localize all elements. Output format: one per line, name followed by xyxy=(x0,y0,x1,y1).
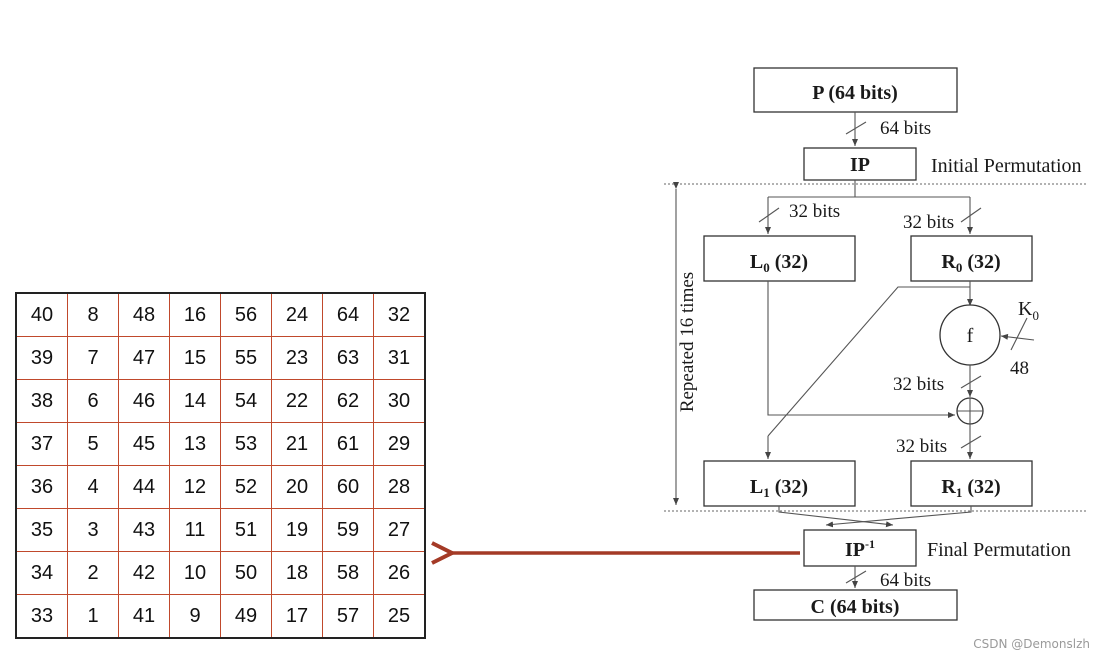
bus-slash xyxy=(845,121,867,135)
table-cell: 20 xyxy=(271,465,323,509)
ip-inverse-box xyxy=(803,529,917,567)
l0-label: L0 (32) xyxy=(750,251,808,275)
swap-line-left xyxy=(778,506,894,528)
bus-slash xyxy=(758,207,780,223)
plaintext-label: P (64 bits) xyxy=(812,82,898,104)
table-cell: 25 xyxy=(373,594,426,639)
table-cell: 51 xyxy=(220,508,272,552)
initial-permutation-label: Initial Permutation xyxy=(931,155,1082,177)
table-cell: 41 xyxy=(118,594,170,639)
table-cell: 10 xyxy=(169,551,221,595)
table-cell: 22 xyxy=(271,379,323,423)
l1-label: L1 (32) xyxy=(750,476,808,500)
r0-box xyxy=(910,235,1033,282)
split-line xyxy=(768,180,856,198)
table-cell: 42 xyxy=(118,551,170,595)
bits32-f-label: 32 bits xyxy=(893,374,944,395)
table-cell: 36 xyxy=(15,465,68,509)
table-cell: 52 xyxy=(220,465,272,509)
table-cell: 30 xyxy=(373,379,426,423)
bus-slash xyxy=(845,570,867,584)
key-label: K0 xyxy=(1018,298,1039,323)
table-cell: 46 xyxy=(118,379,170,423)
table-cell: 29 xyxy=(373,422,426,466)
table-cell: 15 xyxy=(169,336,221,380)
table-cell: 9 xyxy=(169,594,221,639)
table-cell: 1 xyxy=(67,594,119,639)
table-cell: 34 xyxy=(15,551,68,595)
r0-label: R0 (32) xyxy=(941,251,1000,275)
table-cell: 39 xyxy=(15,336,68,380)
table-cell: 16 xyxy=(169,292,221,337)
ip-label: IP xyxy=(850,154,870,176)
table-cell: 8 xyxy=(67,292,119,337)
bits32-right-label: 32 bits xyxy=(903,212,954,233)
l1-box xyxy=(703,460,856,507)
bus-slash xyxy=(960,207,982,223)
table-cell: 57 xyxy=(322,594,374,639)
r1-label: R1 (32) xyxy=(941,476,1000,500)
ciphertext-label: C (64 bits) xyxy=(811,596,900,618)
table-cell: 59 xyxy=(322,508,374,552)
table-cell: 31 xyxy=(373,336,426,380)
watermark: CSDN @Demonslzh xyxy=(973,637,1090,651)
swap-line-right xyxy=(825,506,972,528)
table-cell: 19 xyxy=(271,508,323,552)
ciphertext-box xyxy=(753,589,958,621)
r1-box xyxy=(910,460,1033,507)
table-cell: 33 xyxy=(15,594,68,639)
bits32-left-label: 32 bits xyxy=(789,201,840,222)
table-cell: 47 xyxy=(118,336,170,380)
table-cell: 64 xyxy=(322,292,374,337)
ip-box xyxy=(803,147,917,181)
r0-to-l1-line xyxy=(767,286,970,437)
key-bits-label: 48 xyxy=(1010,358,1029,379)
bits32-xor-label: 32 bits xyxy=(896,436,947,457)
bits64-top-label: 64 bits xyxy=(880,118,931,139)
table-cell: 26 xyxy=(373,551,426,595)
l0-box xyxy=(703,235,856,282)
table-cell: 61 xyxy=(322,422,374,466)
table-cell: 13 xyxy=(169,422,221,466)
table-cell: 53 xyxy=(220,422,272,466)
table-cell: 17 xyxy=(271,594,323,639)
bus-slash xyxy=(960,375,982,389)
table-cell: 32 xyxy=(373,292,426,337)
bus-slash xyxy=(960,435,982,449)
table-cell: 38 xyxy=(15,379,68,423)
bits64-bottom-label: 64 bits xyxy=(880,570,931,591)
ip-inverse-label: IP-1 xyxy=(845,537,875,561)
table-cell: 58 xyxy=(322,551,374,595)
table-cell: 2 xyxy=(67,551,119,595)
table-cell: 35 xyxy=(15,508,68,552)
table-cell: 28 xyxy=(373,465,426,509)
table-cell: 62 xyxy=(322,379,374,423)
l0-to-xor-line xyxy=(767,281,955,418)
table-cell: 23 xyxy=(271,336,323,380)
table-cell: 7 xyxy=(67,336,119,380)
final-permutation-label: Final Permutation xyxy=(927,539,1071,561)
table-cell: 6 xyxy=(67,379,119,423)
bus-slash xyxy=(1010,317,1028,351)
table-cell: 11 xyxy=(169,508,221,552)
f-label: f xyxy=(967,325,974,347)
repeat-label: Repeated 16 times xyxy=(677,272,698,412)
table-cell: 27 xyxy=(373,508,426,552)
table-cell: 4 xyxy=(67,465,119,509)
table-cell: 3 xyxy=(67,508,119,552)
table-cell: 54 xyxy=(220,379,272,423)
